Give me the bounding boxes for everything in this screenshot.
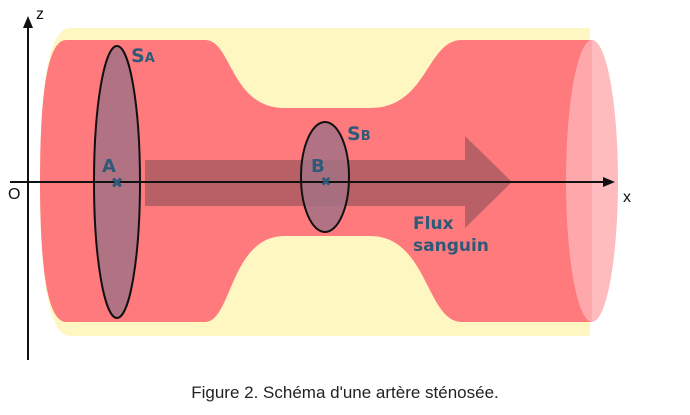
point-a-label: A: [102, 156, 116, 177]
origin-label: O: [8, 186, 20, 203]
figure-caption: Figure 2. Schéma d'une artère sténosée.: [191, 383, 499, 402]
section-b: [300, 121, 350, 233]
z-axis-arrowhead: [23, 16, 33, 28]
flow-label-line2: sanguin: [413, 236, 489, 256]
x-axis-arrowhead: [603, 177, 615, 187]
section-b-label: SB: [347, 123, 371, 145]
flow-label-line1: Flux: [413, 214, 454, 234]
point-b-marker: ✖: [321, 175, 332, 190]
x-axis-label: x: [623, 189, 631, 206]
section-a-label: SA: [131, 45, 155, 67]
stenosed-artery-diagram: ✖ ✖ SA SB A B O x z Flux sanguin: [8, 6, 631, 360]
point-b-label: B: [311, 156, 325, 177]
point-a-marker: ✖: [111, 174, 124, 192]
z-axis-label: z: [36, 6, 44, 23]
